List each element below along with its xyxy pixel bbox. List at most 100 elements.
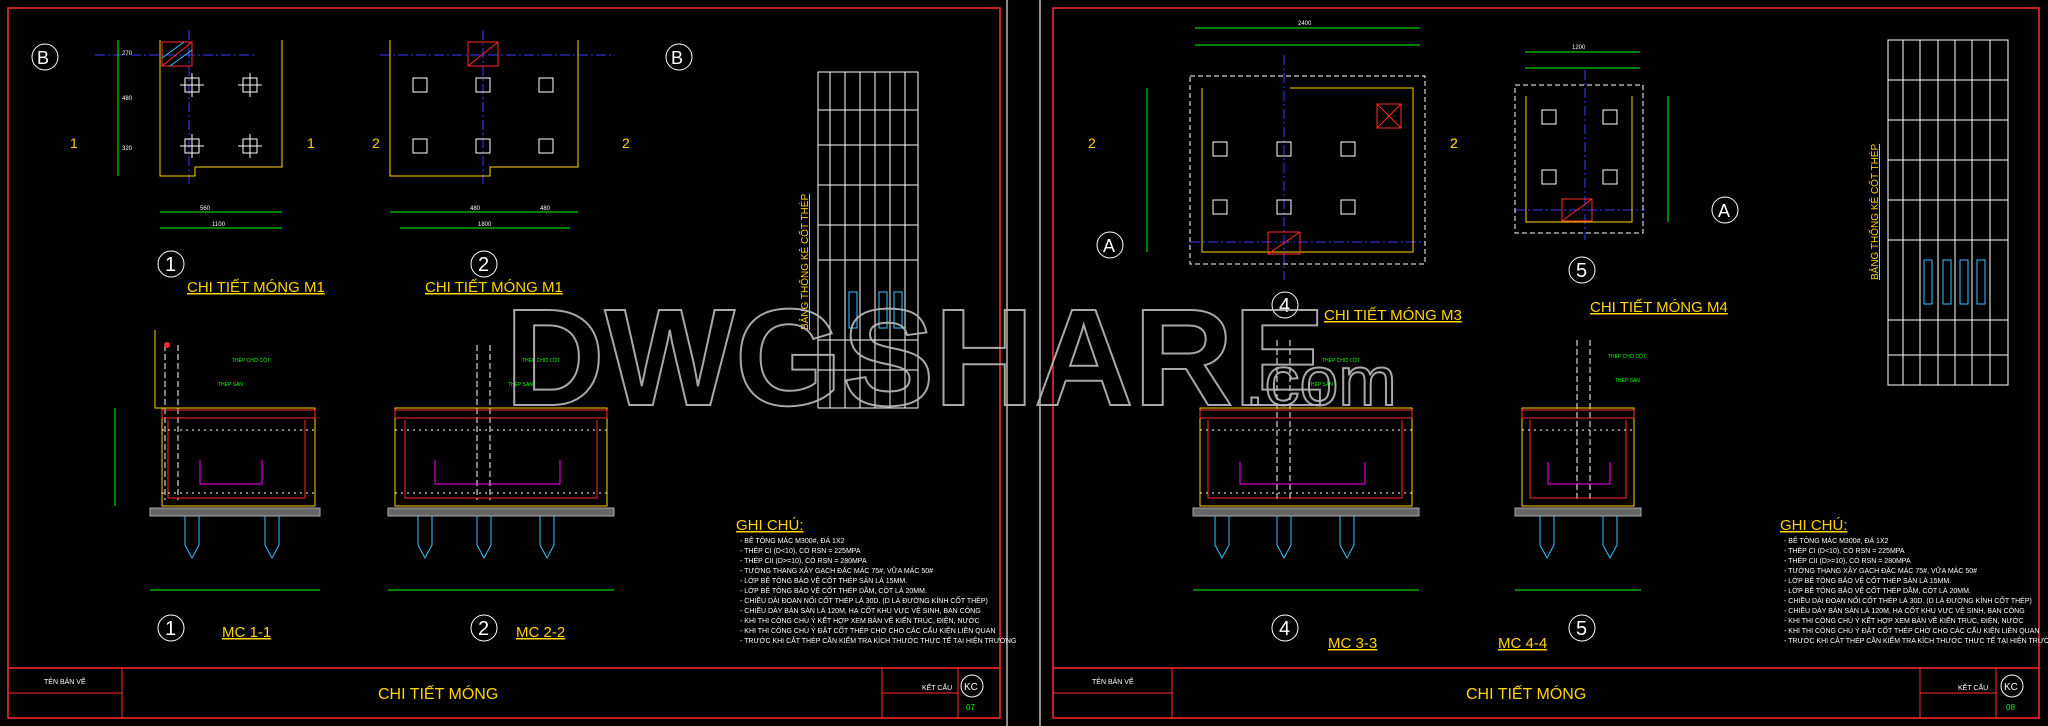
section-title-mc-2-2: MC 2-2: [516, 624, 565, 641]
notes-title-left: GHI CHÚ:: [736, 517, 804, 534]
axis-bubble-b-right: [665, 43, 693, 71]
section-bubble-2-label: 2: [478, 618, 489, 640]
detail-bubble-4-label: 4: [1279, 295, 1290, 317]
discipline-left: KẾT CẤU: [922, 682, 952, 692]
svg-text:2400: 2400: [1298, 21, 1312, 27]
sheet-number-right: 08: [2006, 703, 2015, 712]
section-mark-2a: 2: [372, 135, 380, 151]
notes-title-right: GHI CHÚ:: [1780, 517, 1848, 534]
note-right-4: - LỚP BÊ TÔNG BẢO VỆ CỐT THÉP SÀN LÀ 15M…: [1784, 575, 1951, 585]
detail-bubble-2: [470, 250, 498, 278]
plan-title-m3: CHI TIẾT MÓNG M3: [1324, 307, 1462, 324]
svg-text:320: 320: [122, 146, 133, 152]
discipline-right: KẾT CẤU: [1958, 682, 1988, 692]
plan-title-m1-a: CHI TIẾT MÓNG M1: [187, 279, 325, 296]
plan-title-m4: CHI TIẾT MÓNG M4: [1590, 299, 1728, 316]
svg-text:560: 560: [200, 206, 211, 212]
section-mark-4a: 2: [1450, 135, 1458, 151]
section-title-mc-4-4: MC 4-4: [1498, 635, 1547, 652]
section-mc-3-3: THÉP CHỜ CỘT THÉP SÀN: [1192, 340, 1420, 591]
section-bubble-5: [1568, 614, 1596, 642]
plan-m4: 1200: [1514, 45, 1669, 240]
detail-bubble-2-label: 2: [478, 254, 489, 276]
note-right-10: - TRƯỚC KHI CẮT THÉP CẦN KIỂM TRA KÍCH T…: [1784, 635, 2048, 645]
discipline-code-left: KC: [964, 682, 978, 693]
section-mc-2-2: THÉP CHỜ CỘT THÉP SÀN: [387, 345, 615, 591]
svg-text:1100: 1100: [212, 222, 226, 228]
note-right-7: - CHIỀU DÀY BẢN SÀN LÀ 120M, HẠ CỐT KHU …: [1784, 605, 2025, 615]
detail-bubble-1-label: 1: [165, 254, 176, 276]
axis-b-left-label: B: [37, 48, 49, 68]
plan-m3: 2400: [1146, 21, 1426, 280]
note-right-3: - TƯỜNG THANG XÂY GẠCH ĐẶC MÁC 75#, VỮA …: [1784, 566, 1977, 575]
note-left-7: - CHIỀU DÀY BẢN SÀN LÀ 120M, HẠ CỐT KHU …: [740, 605, 981, 615]
section-bubble-5-label: 5: [1576, 618, 1587, 640]
svg-text:480: 480: [122, 96, 133, 102]
section-mark-1a: 1: [70, 135, 78, 151]
note-left-4: - LỚP BÊ TÔNG BẢO VỆ CỐT THÉP SÀN LÀ 15M…: [740, 575, 907, 585]
detail-bubble-1: [157, 250, 185, 278]
svg-text:1200: 1200: [1572, 45, 1586, 51]
right-sheet-frame: [1052, 7, 2040, 719]
note-left-2: - THÉP CII (D>=10), CÓ RSN = 280MPA: [740, 556, 867, 565]
plan-m1-a: 270 480 320 560 1100: [95, 30, 283, 229]
section-mark-1b: 1: [307, 135, 315, 151]
rebar-label-cho-cot-2: THÉP CHỜ CỘT: [522, 357, 560, 364]
note-right-1: - THÉP CI (D<10), CÓ RSN = 225MPA: [1784, 546, 1905, 555]
plan-title-m1-b: CHI TIẾT MÓNG M1: [425, 279, 563, 296]
section-mc-4-4: THÉP CHỜ CỘT THÉP SÀN: [1514, 340, 1646, 591]
section-mark-2b: 2: [622, 135, 630, 151]
title-block-left: TÊN BẢN VẼ CHI TIẾT MÓNG KẾT CẤU KC 07: [8, 667, 1000, 718]
notes-left: GHI CHÚ: - BÊ TÔNG MÁC M300#, ĐÁ 1X2 - T…: [736, 517, 1016, 645]
section-bubble-1: [157, 614, 185, 642]
svg-text:480: 480: [540, 206, 551, 212]
watermark: DWGSHARE .com: [504, 280, 1398, 436]
section-bubble-2: [470, 614, 498, 642]
note-right-2: - THÉP CII (D>=10), CÓ RSN = 280MPA: [1784, 556, 1911, 565]
section-mark-3b: 2: [1450, 135, 1458, 151]
section-mc-1-1: THÉP CHỜ CỘT THÉP SÀN: [114, 330, 321, 591]
note-left-10: - TRƯỚC KHI CẮT THÉP CẦN KIỂM TRA KÍCH T…: [740, 635, 1016, 645]
section-mark-3a: 2: [1088, 135, 1096, 151]
rebar-table-title-right: BẢNG THỐNG KÊ CỐT THÉP: [1867, 144, 1881, 280]
axis-bubble-a-right: [1711, 196, 1739, 224]
rebar-label-cho-cot-3: THÉP CHỜ CỘT: [1322, 357, 1360, 364]
section-bubble-1-label: 1: [165, 618, 176, 640]
left-sheet: 270 480 320 560 1100 B 1 1 1 CHI TIẾT MÓNG …: [7, 7, 1016, 719]
axis-a-right-label: A: [1718, 201, 1730, 221]
rebar-label-san-2: THÉP SÀN: [508, 381, 533, 388]
svg-text:1800: 1800: [478, 222, 492, 228]
watermark-main: DWGSHARE: [505, 281, 1325, 435]
svg-text:270: 270: [122, 51, 133, 57]
note-right-0: - BÊ TÔNG MÁC M300#, ĐÁ 1X2: [1784, 536, 1889, 545]
section-bubble-4: [1271, 614, 1299, 642]
note-right-6: - CHIỀU DÀI ĐOẠN NỐI CỐT THÉP LÀ 30D. (D…: [1784, 595, 2032, 605]
note-left-5: - LỚP BÊ TÔNG BẢO VỆ CỐT THÉP DẦM, CỘT L…: [740, 585, 927, 595]
watermark-suffix: .com: [1245, 342, 1397, 420]
rebar-table-right: BẢNG THỐNG KÊ CỐT THÉP: [1867, 39, 2009, 386]
note-right-8: - KHI THI CÔNG CHÚ Ý KẾT HỢP XEM BẢN VẼ …: [1784, 615, 2024, 625]
drawing-name-right: CHI TIẾT MÓNG: [1466, 684, 1586, 703]
rebar-table-left: BẢNG THỐNG KÊ CỐT THÉP: [797, 71, 919, 409]
title-block-right: TÊN BẢN VẼ CHI TIẾT MÓNG KẾT CẤU KC 08: [1053, 667, 2039, 718]
section-title-mc-3-3: MC 3-3: [1328, 635, 1377, 652]
axis-b-right-label: B: [671, 48, 683, 68]
title-block-label-left: TÊN BẢN VẼ: [44, 677, 86, 686]
detail-bubble-4: [1271, 291, 1299, 319]
detail-bubble-5: [1568, 256, 1596, 284]
rebar-label-cho-cot-1: THÉP CHỜ CỘT: [232, 357, 270, 364]
note-left-8: - KHI THI CÔNG CHÚ Ý KẾT HỢP XEM BẢN VẼ …: [740, 615, 980, 625]
right-sheet: 2400 A 2 2 4 CHI TIẾT MÓNG M3 1200 A: [1052, 7, 2048, 719]
section-bubble-4-label: 4: [1279, 618, 1290, 640]
left-sheet-frame: [7, 7, 1001, 719]
axis-bubble-a-left: [1096, 231, 1124, 259]
notes-right: GHI CHÚ: - BÊ TÔNG MÁC M300#, ĐÁ 1X2 - T…: [1780, 517, 2048, 645]
rebar-table-title-left: BẢNG THỐNG KÊ CỐT THÉP: [797, 194, 811, 330]
rebar-label-san-1: THÉP SÀN: [218, 381, 243, 388]
rebar-label-cho-cot-4: THÉP CHỜ CỘT: [1608, 353, 1646, 360]
drawing-name-left: CHI TIẾT MÓNG: [378, 684, 498, 703]
rebar-label-san-3: THÉP SÀN: [1308, 381, 1333, 388]
rebar-label-san-4: THÉP SÀN: [1615, 377, 1640, 384]
